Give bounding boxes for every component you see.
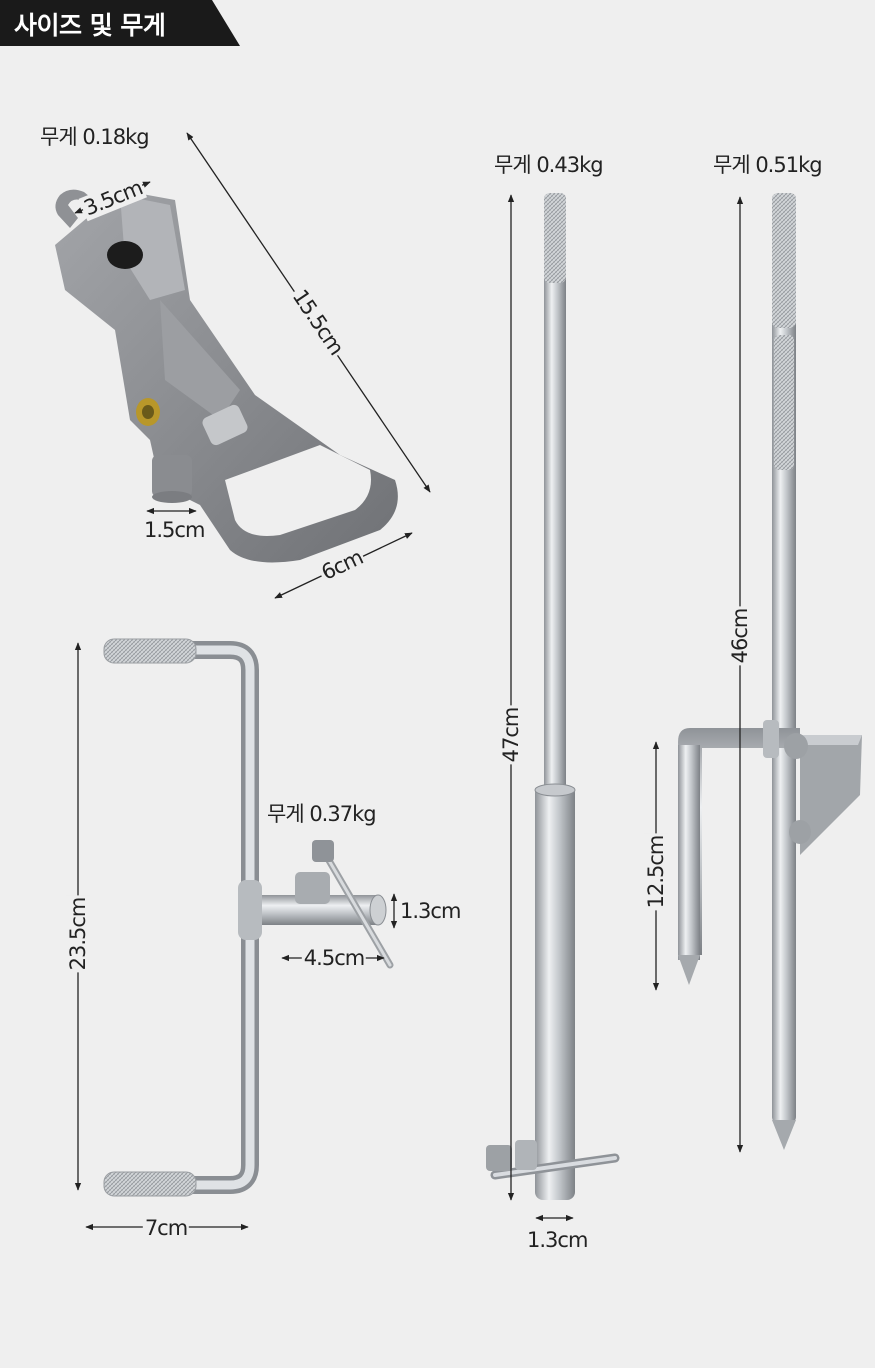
- section-header: [0, 0, 240, 46]
- stake-pole-image: [486, 193, 620, 1200]
- rod-holder-image: [55, 189, 398, 563]
- ground-spike-image: [678, 193, 862, 1150]
- bracket-tube-diameter: 1.3cm: [400, 899, 461, 923]
- pole-diameter: 1.3cm: [527, 1228, 588, 1252]
- bracket-height: 23.5cm: [66, 895, 90, 973]
- spike-weight: 무게 0.51kg: [713, 153, 823, 177]
- rod-holder-weight: 무게 0.18kg: [40, 125, 150, 149]
- bracket-tube-length: 4.5cm: [301, 946, 367, 970]
- rod-holder-base: 1.5cm: [144, 518, 205, 542]
- bracket-weight: 무게 0.37kg: [267, 802, 377, 826]
- spike-length: 46cm: [728, 606, 752, 666]
- section-title: 사이즈 및 무게: [14, 11, 166, 40]
- pole-weight: 무게 0.43kg: [494, 153, 604, 177]
- spike-prong-length: 12.5cm: [644, 833, 668, 911]
- rest-bracket-image: [103, 638, 394, 1197]
- bracket-width: 7cm: [142, 1216, 190, 1240]
- pole-length: 47cm: [499, 705, 523, 765]
